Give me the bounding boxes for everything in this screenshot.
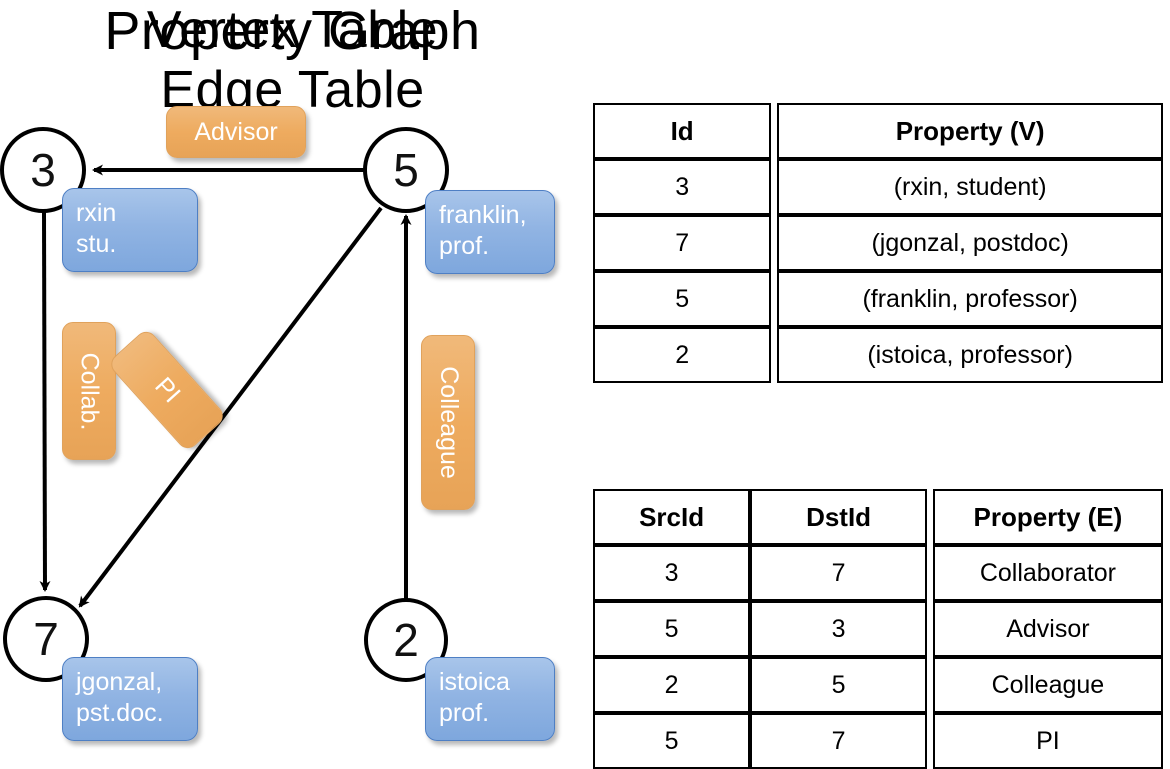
table-row[interactable]: 5 7 PI	[593, 713, 1163, 769]
page-title-property-graph: Property Graph	[104, 1, 481, 61]
vertex-cell-property: (istoica, professor)	[777, 327, 1163, 383]
vertex-header-property: Property (V)	[777, 103, 1163, 159]
table-row[interactable]: 3 (rxin, student)	[593, 159, 1163, 215]
vertex-cell-id: 7	[593, 215, 772, 271]
vertex-box-rxin[interactable]: rxin stu.	[62, 188, 198, 272]
vertex-cell-id: 3	[593, 159, 772, 215]
edge-box-pi-label: PI	[149, 371, 186, 408]
graph-edges-svg	[39, 164, 412, 608]
table-header-row: SrcId DstId Property (E)	[593, 489, 1163, 545]
edge-cell-property: Advisor	[932, 601, 1163, 657]
table-row[interactable]: 2 5 Colleague	[593, 657, 1163, 713]
edge-cell-dstid: 3	[750, 601, 927, 657]
table-row[interactable]: 2 (istoica, professor)	[593, 327, 1163, 383]
vertex-box-franklin[interactable]: franklin, prof.	[425, 190, 555, 274]
vertex-cell-id: 2	[593, 327, 772, 383]
vertex-box-jgonzal-line1: jgonzal,	[76, 668, 163, 696]
edge-table: SrcId DstId Property (E) 3 7 Collaborato…	[593, 489, 1163, 769]
edge-pi-5-to-7	[78, 206, 383, 608]
edge-box-advisor-label: Advisor	[194, 117, 278, 146]
edge-cell-srcid: 5	[593, 601, 751, 657]
edge-cell-srcid: 5	[593, 713, 751, 769]
vertex-box-rxin-line1: rxin	[76, 199, 117, 227]
edge-header-property: Property (E)	[932, 489, 1163, 545]
vertex-cell-property: (jgonzal, postdoc)	[777, 215, 1163, 271]
vertex-box-jgonzal-line2: pst.doc.	[76, 699, 164, 727]
vertex-box-franklin-line2: prof.	[439, 232, 490, 260]
property-graph-panel: Property Graph 3 5 7 2 rxin stu. frankli…	[0, 0, 585, 760]
graph-node-2[interactable]: 2	[364, 598, 448, 682]
vertex-cell-property: (rxin, student)	[777, 159, 1163, 215]
edge-header-srcid: SrcId	[593, 489, 751, 545]
edge-box-colleague-label: Colleague	[434, 366, 463, 479]
edge-cell-srcid: 3	[593, 545, 751, 601]
edge-collab-3-to-7	[39, 211, 51, 592]
table-row[interactable]: 3 7 Collaborator	[593, 545, 1163, 601]
edge-cell-dstid: 5	[750, 657, 927, 713]
edge-cell-dstid: 7	[750, 545, 927, 601]
vertex-box-rxin-line2: stu.	[76, 230, 117, 258]
vertex-box-istoica-line1: istoica	[439, 668, 510, 696]
graph-node-5[interactable]: 5	[363, 127, 449, 213]
vertex-box-istoica[interactable]: istoica prof.	[425, 657, 555, 741]
vertex-cell-id: 5	[593, 271, 772, 327]
vertex-table: Id Property (V) 3 (rxin, student) 7 (jgo…	[593, 103, 1163, 383]
vertex-box-jgonzal[interactable]: jgonzal, pst.doc.	[62, 657, 198, 741]
vertex-box-istoica-line2: prof.	[439, 699, 490, 727]
edge-box-advisor[interactable]: Advisor	[166, 106, 306, 158]
edge-header-dstid: DstId	[750, 489, 927, 545]
edge-box-collab[interactable]: Collab.	[62, 322, 116, 460]
edge-box-colleague[interactable]: Colleague	[421, 335, 475, 510]
edge-cell-property: Collaborator	[932, 545, 1163, 601]
edge-cell-property: PI	[932, 713, 1163, 769]
edge-cell-srcid: 2	[593, 657, 751, 713]
table-header-row: Id Property (V)	[593, 103, 1163, 159]
page-title-vertex-table: Vertex Table	[146, 1, 439, 59]
table-row[interactable]: 5 3 Advisor	[593, 601, 1163, 657]
edge-box-collab-label: Collab.	[75, 352, 104, 430]
edge-cell-dstid: 7	[750, 713, 927, 769]
vertex-header-id: Id	[593, 103, 772, 159]
vertex-cell-property: (franklin, professor)	[777, 271, 1163, 327]
table-row[interactable]: 7 (jgonzal, postdoc)	[593, 215, 1163, 271]
edge-cell-property: Colleague	[932, 657, 1163, 713]
table-row[interactable]: 5 (franklin, professor)	[593, 271, 1163, 327]
vertex-box-franklin-line1: franklin,	[439, 201, 527, 229]
